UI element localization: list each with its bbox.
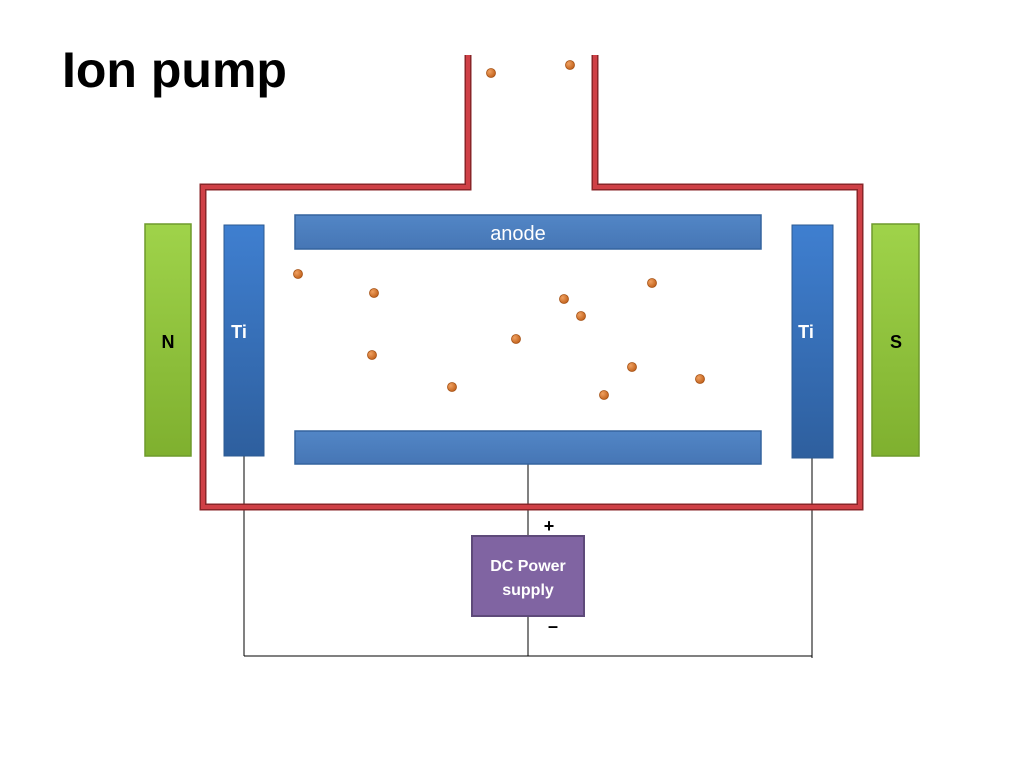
- cathode-right-label: Ti: [798, 322, 814, 342]
- magnet-south: S: [871, 223, 920, 457]
- gas-particle: [367, 350, 377, 360]
- power-supply-label-line1: DC Power: [490, 558, 566, 575]
- gas-particle: [576, 311, 586, 321]
- magnet-south-label: S: [890, 332, 902, 352]
- positive-terminal-sign: +: [544, 516, 555, 536]
- negative-terminal-sign: –: [548, 616, 558, 636]
- power-supply-label-line2: supply: [502, 582, 554, 599]
- dc-power-supply: DC Power supply: [471, 535, 585, 617]
- cathode-left-label: Ti: [231, 322, 247, 342]
- titanium-cathode-left: Ti: [223, 224, 265, 457]
- wiring: [243, 455, 813, 658]
- gas-particle: [486, 68, 496, 78]
- gas-particle: [369, 288, 379, 298]
- titanium-cathode-right: Ti: [791, 224, 834, 459]
- gas-particle: [647, 278, 657, 288]
- gas-particle: [559, 294, 569, 304]
- magnet-north: N: [144, 223, 192, 457]
- gas-particle: [447, 382, 457, 392]
- gas-particle: [627, 362, 637, 372]
- anode-bottom: [294, 430, 762, 465]
- magnet-north-label: N: [162, 332, 175, 352]
- gas-particle: [599, 390, 609, 400]
- gas-particles: [293, 60, 705, 400]
- page-title: Ion pump: [62, 42, 287, 98]
- gas-particle: [293, 269, 303, 279]
- gas-particle: [511, 334, 521, 344]
- vacuum-chamber-wall: [199, 55, 864, 511]
- anode-label: anode: [490, 223, 546, 245]
- gas-particle: [565, 60, 575, 70]
- anode-top: anode: [294, 214, 762, 250]
- gas-particle: [695, 374, 705, 384]
